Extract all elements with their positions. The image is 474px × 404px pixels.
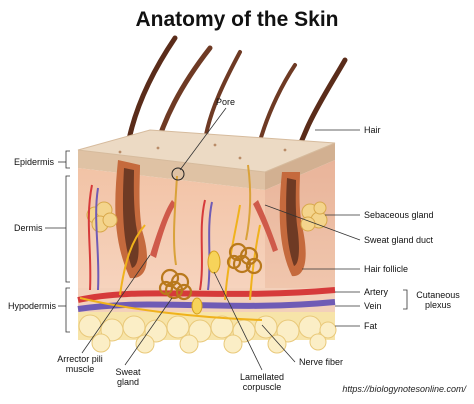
dermal-vessels <box>87 184 213 291</box>
label-artery: Artery <box>364 287 389 297</box>
label-sebaceous-gland: Sebaceous gland <box>364 210 434 220</box>
label-nerve-fiber: Nerve fiber <box>299 357 344 367</box>
diagram-title: Anatomy of the Skin <box>135 8 339 31</box>
epidermis-front <box>78 150 265 190</box>
pore-marker <box>171 167 185 181</box>
hair-shafts <box>122 35 348 183</box>
leader-lines <box>45 107 408 371</box>
label-epidermis: Epidermis <box>14 157 55 167</box>
hair-follicles <box>115 160 306 279</box>
epidermis-surface <box>77 129 336 173</box>
lamellated-corpuscles <box>191 250 221 315</box>
fat-layer <box>78 312 337 354</box>
label-hair-follicle: Hair follicle <box>364 264 409 274</box>
label-dermis: Dermis <box>14 223 43 233</box>
arrector-pili-muscles <box>150 200 278 258</box>
label-sweat-gland: Sweat gland <box>115 367 141 387</box>
surface-pores <box>118 143 287 160</box>
label-cutaneous-plexus: Cutaneous plexus <box>416 290 460 310</box>
label-sweat-gland-duct: Sweat gland duct <box>364 235 434 245</box>
label-arrector-pili-muscle: Arrector pili muscle <box>57 354 103 374</box>
label-vein: Vein <box>364 301 382 311</box>
label-hypodermis: Hypodermis <box>8 301 57 311</box>
label-fat: Fat <box>364 321 378 331</box>
source-credit: https://biologynotesonline.com/ <box>342 384 466 394</box>
sebaceous-glands <box>86 201 328 233</box>
label-hair: Hair <box>364 125 381 135</box>
label-lamellated-corpuscle: Lamellated corpuscle <box>239 372 285 392</box>
label-pore: Pore <box>216 97 236 107</box>
sweat-glands <box>158 164 263 301</box>
